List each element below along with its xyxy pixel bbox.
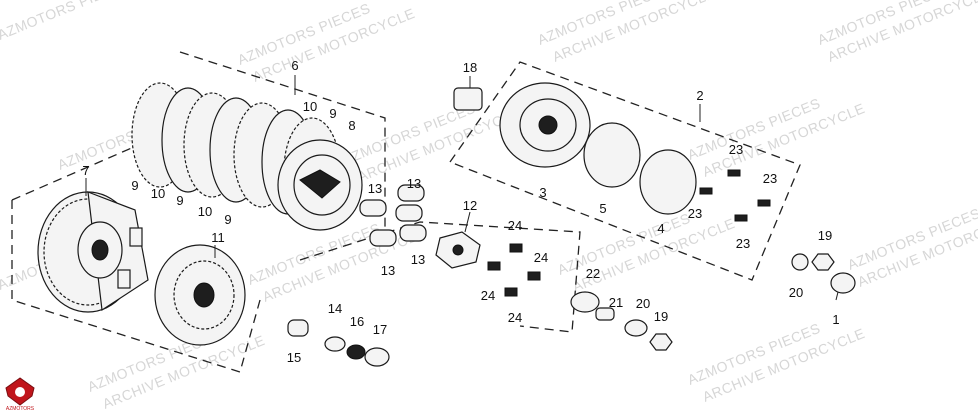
washer-17 (364, 347, 390, 367)
callout-24: 24 (508, 310, 522, 325)
washer-20-lower (624, 319, 648, 337)
callout-1: 1 (832, 312, 839, 327)
callout-20: 20 (789, 285, 803, 300)
callout-17: 17 (373, 322, 387, 337)
azmotors-logo: AZMOTORS (5, 377, 35, 412)
nut-19-lower (649, 333, 673, 351)
callout-9: 9 (329, 106, 336, 121)
group-outline-clutch-pack (179, 51, 386, 235)
callout-21: 21 (609, 295, 623, 310)
callout-14: 14 (328, 301, 342, 316)
callout-23: 23 (729, 142, 743, 157)
callout-24: 24 (481, 288, 495, 303)
primary-drive-housing (499, 82, 591, 168)
callout-23: 23 (736, 236, 750, 251)
callout-9: 9 (176, 193, 183, 208)
bolts-24 (487, 243, 541, 297)
callout-4: 4 (657, 221, 664, 236)
collar-15 (287, 319, 309, 337)
callout-13: 13 (368, 181, 382, 196)
washer-16 (346, 344, 366, 360)
lock-washer-1 (830, 272, 856, 294)
watermark-text: AZMOTORS PIECES (0, 0, 133, 43)
needle-bearing (453, 87, 483, 111)
callout-11: 11 (211, 230, 225, 245)
clutch-hub (154, 244, 246, 346)
pressure-disc (277, 139, 363, 231)
callout-9: 9 (131, 178, 138, 193)
callout-5: 5 (599, 201, 606, 216)
cover-plate (639, 149, 697, 215)
gasket (583, 122, 641, 188)
callout-10: 10 (198, 204, 212, 219)
callout-10: 10 (151, 186, 165, 201)
callout-19: 19 (818, 228, 832, 243)
callout-7: 7 (82, 163, 89, 178)
washer-14 (324, 336, 346, 352)
bolts-23 (699, 169, 771, 222)
callout-12: 12 (463, 198, 477, 213)
lifter-plate-hole (452, 244, 464, 256)
callout-6: 6 (291, 58, 298, 73)
callout-15: 15 (287, 350, 301, 365)
callout-3: 3 (539, 185, 546, 200)
clutch-basket (37, 191, 149, 313)
callout-10: 10 (303, 99, 317, 114)
group-outline-clutch-pack-lower (11, 200, 261, 373)
callout-16: 16 (350, 314, 364, 329)
callout-13: 13 (381, 263, 395, 278)
bearing-22 (570, 291, 600, 313)
callout-labels: 6 10 9 8 7 9 10 9 10 9 11 13 13 13 13 12… (82, 58, 839, 365)
leader-lines (85, 75, 839, 301)
callout-9: 9 (224, 212, 231, 227)
pin-21 (595, 307, 615, 321)
callout-13: 13 (407, 176, 421, 191)
callout-22: 22 (586, 266, 600, 281)
callout-2: 2 (696, 88, 703, 103)
callout-24: 24 (508, 218, 522, 233)
callout-23: 23 (688, 206, 702, 221)
callout-13: 13 (411, 252, 425, 267)
callout-24: 24 (534, 250, 548, 265)
callout-8: 8 (348, 118, 355, 133)
washer-20-right (791, 253, 809, 271)
callout-23: 23 (763, 171, 777, 186)
callout-18: 18 (463, 60, 477, 75)
clutch-springs (359, 184, 427, 247)
callout-20: 20 (636, 296, 650, 311)
nut-19-right (811, 253, 835, 271)
logo-text: AZMOTORS (6, 406, 35, 412)
group-outline-basket (11, 139, 151, 201)
group-outline-pressure-plate (448, 61, 801, 281)
callout-19: 19 (654, 309, 668, 324)
